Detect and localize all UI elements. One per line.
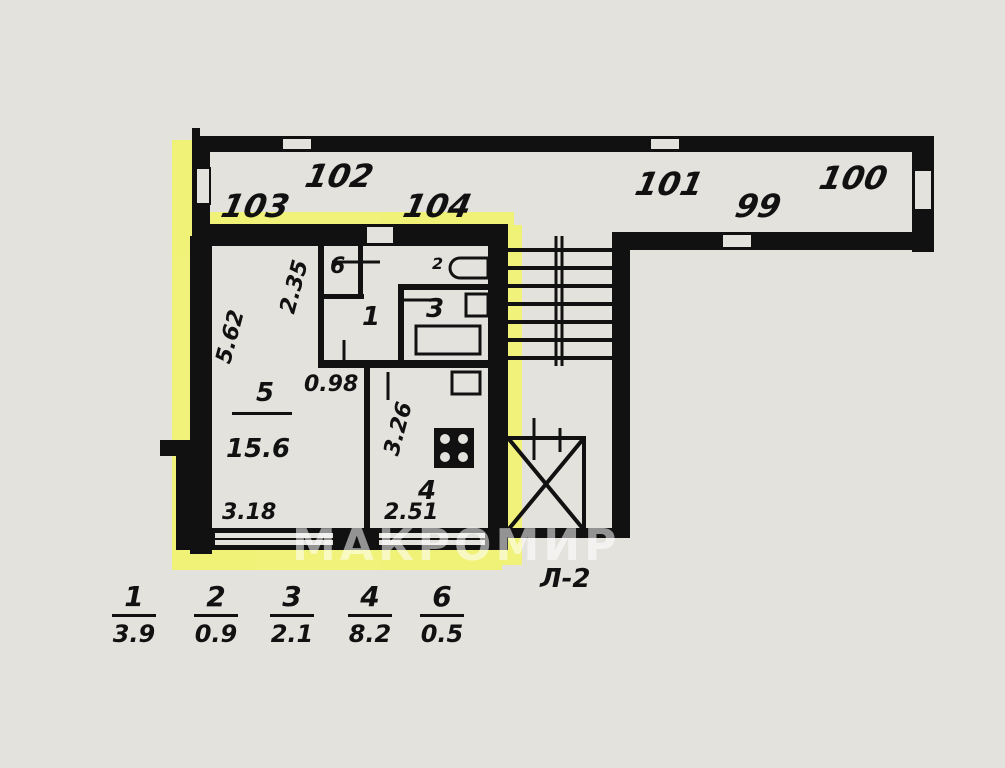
- closet-number: 6: [330, 254, 346, 279]
- legend-area: 8.2: [348, 620, 392, 648]
- bathtub: [414, 324, 482, 356]
- legend-area: 2.1: [270, 620, 314, 648]
- bathroom-number: 3: [426, 294, 445, 324]
- legend-area: 0.5: [420, 620, 464, 648]
- living-room-width: 3.18: [222, 500, 277, 525]
- stair-label: Л-2: [540, 564, 591, 594]
- hallway-width: 0.98: [304, 372, 359, 397]
- legend-item: 2 0.9: [186, 582, 246, 647]
- living-room-fraction-bar: [232, 412, 292, 415]
- legend-room: 3: [282, 580, 302, 613]
- legend-item: 4 8.2: [340, 582, 400, 647]
- elevator-shaft: [506, 418, 586, 532]
- kitchen-width: 2.51: [384, 500, 439, 525]
- door-marks: [332, 260, 440, 400]
- unit-104-label: 104: [399, 187, 475, 225]
- legend-room: 4: [360, 580, 380, 613]
- watermark: МАКРОМИР: [292, 520, 621, 571]
- living-room-number: 5: [256, 378, 275, 408]
- legend-room: 2: [206, 580, 226, 613]
- legend-item: 6 0.5: [412, 582, 472, 647]
- unit-103-label: 103: [217, 187, 293, 225]
- living-room-area: 15.6: [226, 434, 291, 464]
- stove: [434, 428, 474, 468]
- unit-99-label: 99: [731, 187, 785, 225]
- hallway-number: 1: [362, 302, 381, 332]
- legend-room: 1: [124, 580, 144, 613]
- unit-102-label: 102: [301, 157, 377, 195]
- toilet: [448, 256, 490, 280]
- legend-area: 3.9: [112, 620, 156, 648]
- legend-item: 3 2.1: [262, 582, 322, 647]
- kitchen-number: 4: [418, 476, 437, 506]
- sink: [450, 292, 490, 396]
- legend-room: 6: [432, 580, 452, 613]
- legend-area: 0.9: [194, 620, 238, 648]
- unit-100-label: 100: [815, 159, 891, 197]
- staircase: [508, 236, 612, 366]
- unit-101-label: 101: [631, 165, 707, 203]
- toilet-number: 2: [432, 254, 444, 273]
- legend-item: 1 3.9: [104, 582, 164, 647]
